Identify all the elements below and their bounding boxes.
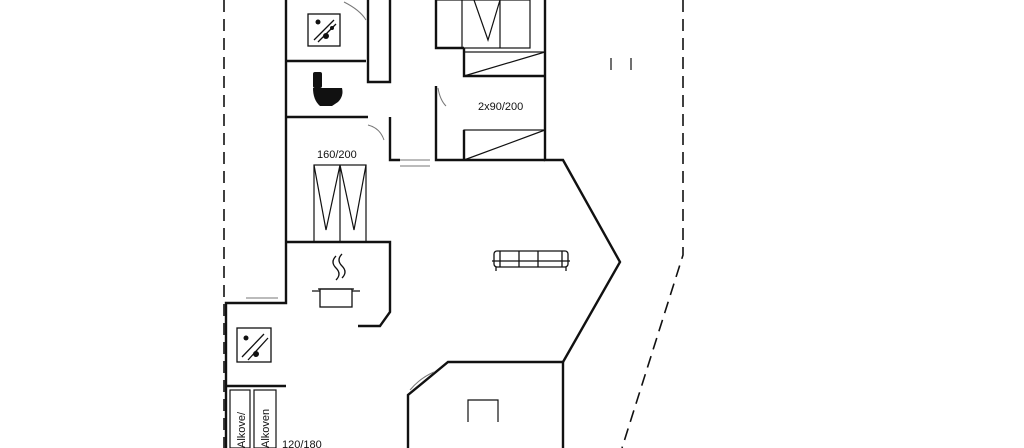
alcove-beds <box>229 389 277 448</box>
bed-label-bottom: 120/180 <box>282 439 322 448</box>
plot-outline <box>223 0 684 448</box>
bed-label-twin: 2x90/200 <box>478 101 523 113</box>
bed-label-double: 160/200 <box>317 149 357 161</box>
dishwasher-icon <box>236 327 272 363</box>
sofa-icon <box>492 250 570 271</box>
toilet-icon <box>313 72 343 106</box>
washing-machine-icon <box>307 13 341 47</box>
interior-walls <box>226 0 545 388</box>
doors <box>246 1 447 391</box>
wardrobe-top <box>435 0 531 49</box>
cooking-pot-icon <box>312 253 360 308</box>
bed-twin <box>463 51 546 161</box>
alcove-label-1: Alkove/ <box>236 411 248 448</box>
bed-double <box>313 164 367 243</box>
alcove-label-2: Alkoven <box>260 409 272 448</box>
fireplace <box>467 399 499 422</box>
window-marks <box>610 58 632 70</box>
exterior-walls <box>224 0 622 448</box>
